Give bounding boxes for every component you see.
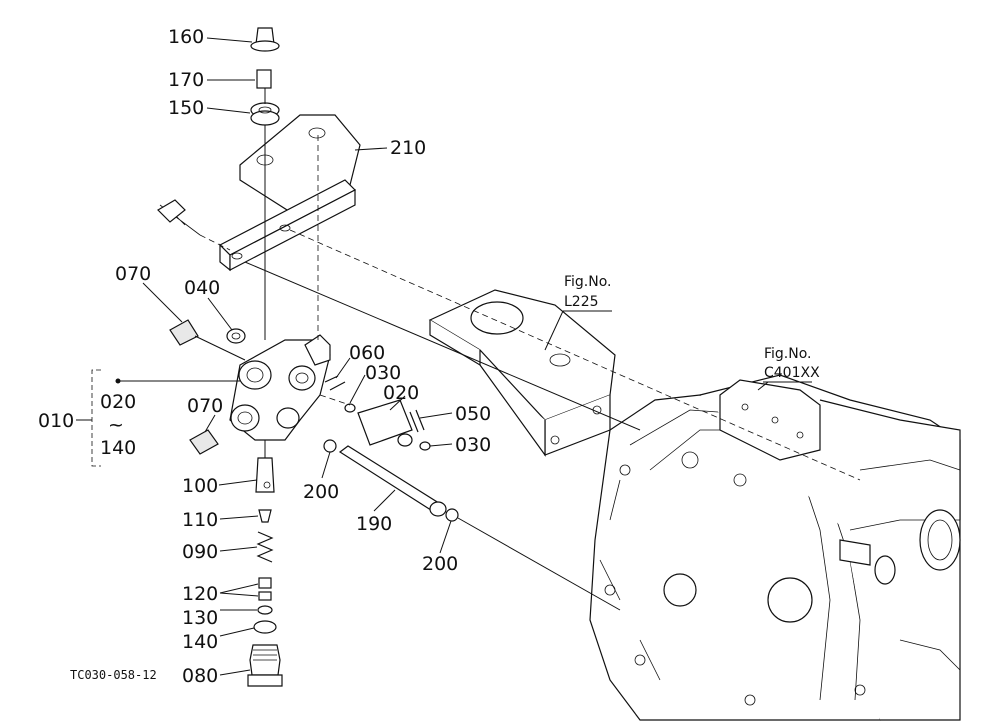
label-130: 130 (182, 607, 218, 629)
mounting-bracket-drawing (428, 289, 616, 457)
label-150: 150 (168, 97, 204, 119)
label-030-top: 030 (365, 362, 401, 384)
group-bracket-010 (91, 369, 101, 467)
label-200-left: 200 (303, 481, 339, 503)
label-070-top: 070 (115, 263, 151, 285)
label-tilde: ~ (108, 414, 124, 436)
label-210: 210 (390, 137, 426, 159)
assembly-lines (194, 88, 861, 611)
ref-l225-title: Fig.No. (564, 274, 612, 290)
label-060: 060 (349, 342, 385, 364)
label-090: 090 (182, 541, 218, 563)
ref-c401xx-code: C401XX (764, 365, 820, 381)
label-020-right: 020 (383, 382, 419, 404)
figure-references: Fig.No. L225 Fig.No. C401XX (563, 274, 820, 383)
leader-lines (76, 37, 769, 676)
label-110: 110 (182, 509, 218, 531)
label-170: 170 (168, 69, 204, 91)
part-labels: 160 170 150 210 070 040 060 030 020 010 … (38, 26, 491, 687)
small-parts-drawing (169, 27, 459, 687)
drawing-code: TC030-058-12 (70, 668, 157, 682)
label-020-group: 020 (100, 391, 136, 413)
label-140: 140 (182, 631, 218, 653)
label-190: 190 (356, 513, 392, 535)
label-030-bottom: 030 (455, 434, 491, 456)
label-160: 160 (168, 26, 204, 48)
label-140-group: 140 (100, 437, 136, 459)
label-070-bottom: 070 (187, 395, 223, 417)
label-100: 100 (182, 475, 218, 497)
label-040: 040 (184, 277, 220, 299)
ref-l225-code: L225 (564, 294, 599, 310)
label-200-right: 200 (422, 553, 458, 575)
label-080: 080 (182, 665, 218, 687)
transmission-housing-drawing (589, 374, 961, 721)
label-050: 050 (455, 403, 491, 425)
label-120: 120 (182, 583, 218, 605)
bracket-210-drawing (218, 114, 361, 272)
label-010: 010 (38, 410, 74, 432)
valve-body-drawing (157, 199, 331, 441)
ref-c401xx-title: Fig.No. (764, 346, 812, 362)
